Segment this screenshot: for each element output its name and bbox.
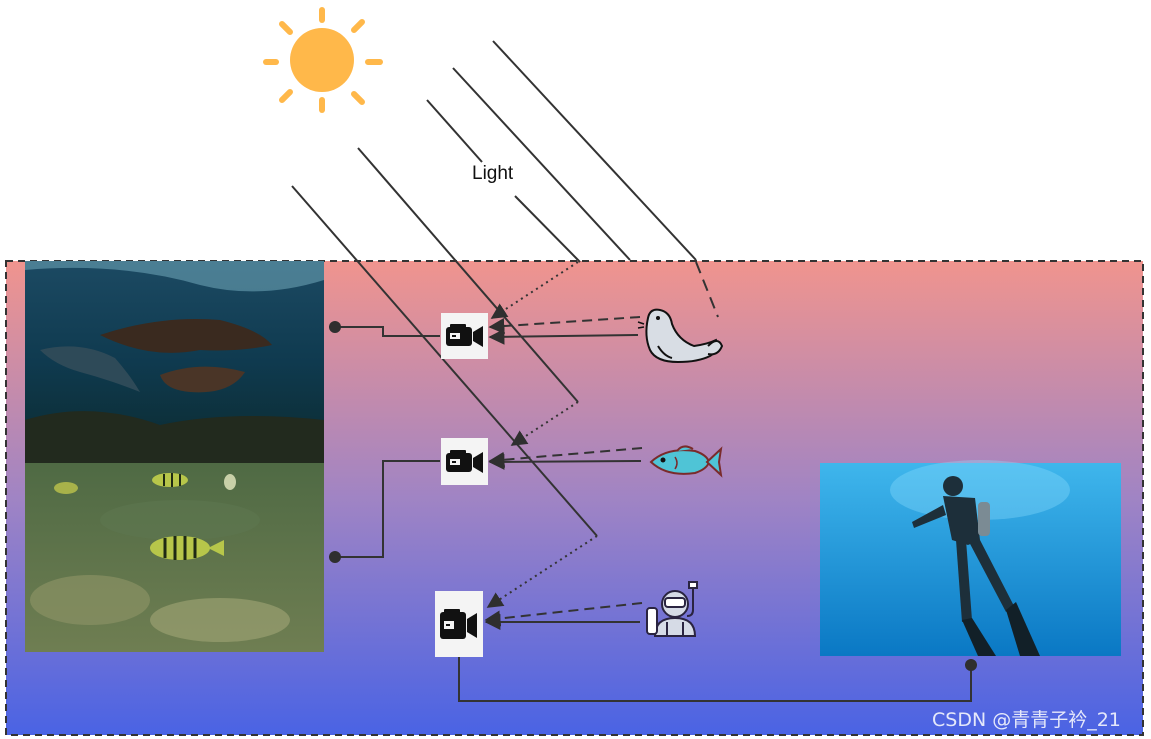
video-camera-icon — [441, 313, 488, 359]
watermark: CSDN @青青子衿_21 — [932, 709, 1121, 731]
sun-icon — [263, 7, 383, 113]
connector-dots — [329, 321, 977, 671]
light-ray — [514, 195, 581, 263]
video-camera-icon — [441, 438, 488, 485]
seal-photo — [25, 261, 324, 463]
light-label: Light — [472, 163, 514, 184]
video-camera-icon — [435, 591, 483, 657]
light-ray — [291, 185, 598, 537]
light-ray — [357, 147, 579, 403]
dotted-paths — [486, 261, 598, 608]
fish-icon — [649, 445, 723, 478]
light-ray — [695, 261, 719, 318]
direct-paths — [484, 328, 642, 630]
connectors — [336, 326, 972, 702]
diver-photo — [820, 460, 1121, 656]
light-ray — [426, 99, 483, 163]
light-ray — [492, 40, 697, 261]
fish-reef-photo — [25, 463, 324, 652]
seal-icon — [637, 308, 724, 364]
light-rays — [291, 40, 719, 537]
light-ray — [452, 67, 631, 261]
dashed-paths — [484, 316, 643, 627]
scuba-diver-icon — [646, 581, 698, 637]
